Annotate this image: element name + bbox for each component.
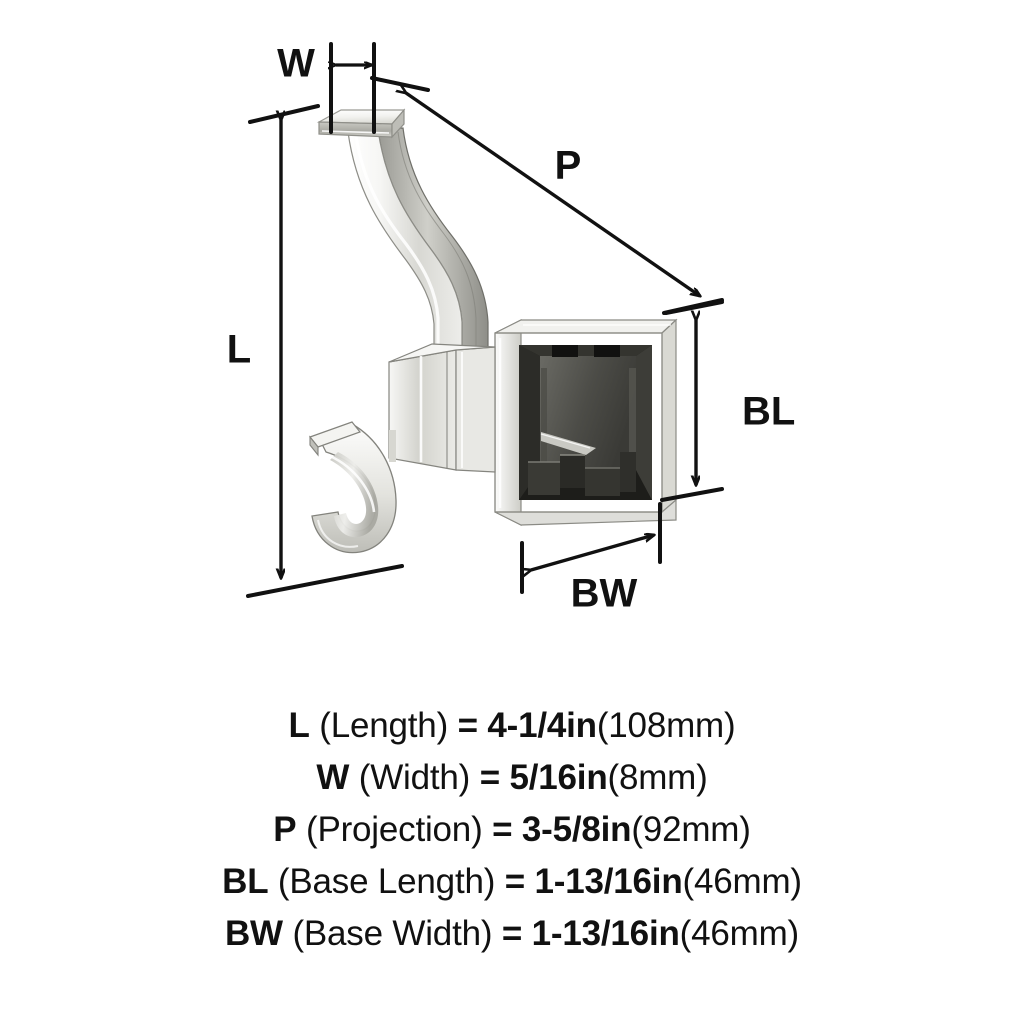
- length-extension-bottom: [246, 564, 404, 598]
- spec-code: L: [288, 706, 310, 745]
- hook-collar: [388, 343, 496, 473]
- spec-metric: (92mm): [631, 810, 751, 849]
- spec-line-base-width: BW (Base Width) = 1-13/16in(46mm): [225, 908, 799, 960]
- spec-metric: (8mm): [607, 758, 708, 797]
- spec-value: 3-5/8in: [521, 810, 632, 849]
- spec-metric: (108mm): [596, 706, 736, 745]
- spec-value: 1-13/16in: [531, 914, 680, 953]
- hook-upper-arm: [347, 127, 489, 353]
- spec-equals: =: [492, 810, 513, 849]
- hook-lower-prong: [309, 421, 397, 554]
- base-length-extension-top: [664, 300, 724, 315]
- spec-name: (Base Width): [292, 914, 493, 953]
- spec-code: BW: [224, 914, 283, 953]
- projection-arrow: [406, 93, 700, 296]
- base-width-label: BW: [571, 572, 638, 616]
- spec-name: (Width): [358, 758, 471, 797]
- spec-equals: =: [504, 862, 525, 901]
- spec-name: (Length): [319, 706, 449, 745]
- spec-equals: =: [501, 914, 523, 953]
- spec-value: 5/16in: [509, 758, 608, 797]
- length-label: L: [227, 328, 251, 372]
- dimension-base-length: BL: [660, 300, 795, 502]
- base-length-label: BL: [742, 390, 795, 434]
- spec-value: 4-1/4in: [487, 706, 597, 745]
- width-label: W: [277, 42, 315, 86]
- spec-value: 1-13/16in: [534, 862, 683, 901]
- spec-line-base-length: BL (Base Length) = 1-13/16in(46mm): [222, 856, 802, 908]
- spec-line-length: L (Length) = 4-1/4in(108mm): [289, 700, 736, 752]
- spec-code: P: [273, 810, 297, 849]
- spec-name: (Base Length): [277, 862, 496, 901]
- dimension-base-width: BW: [520, 502, 662, 616]
- base-length-extension-bottom: [660, 487, 724, 502]
- spec-metric: (46mm): [682, 862, 803, 901]
- spec-code: BL: [222, 862, 269, 901]
- spec-line-projection: P (Projection) = 3-5/8in(92mm): [273, 804, 751, 856]
- spec-code: W: [316, 758, 350, 797]
- spec-metric: (46mm): [679, 914, 800, 953]
- spec-equals: =: [457, 706, 478, 745]
- projection-extension-top: [370, 76, 430, 92]
- dimension-length: L: [227, 104, 404, 598]
- base-width-arrow: [531, 535, 654, 570]
- base-plate: [494, 318, 678, 526]
- spec-equals: =: [479, 758, 500, 797]
- dimension-width: W: [277, 42, 376, 134]
- spec-name: (Projection): [305, 810, 483, 849]
- specification-list: L (Length) = 4-1/4in(108mm) W (Width) = …: [0, 700, 1024, 960]
- dimension-diagram: L W P BL BW: [227, 42, 796, 616]
- spec-line-width: W (Width) = 5/16in(8mm): [316, 752, 707, 804]
- length-extension-top: [248, 104, 320, 124]
- product-illustration: [309, 108, 678, 554]
- projection-label: P: [555, 144, 582, 188]
